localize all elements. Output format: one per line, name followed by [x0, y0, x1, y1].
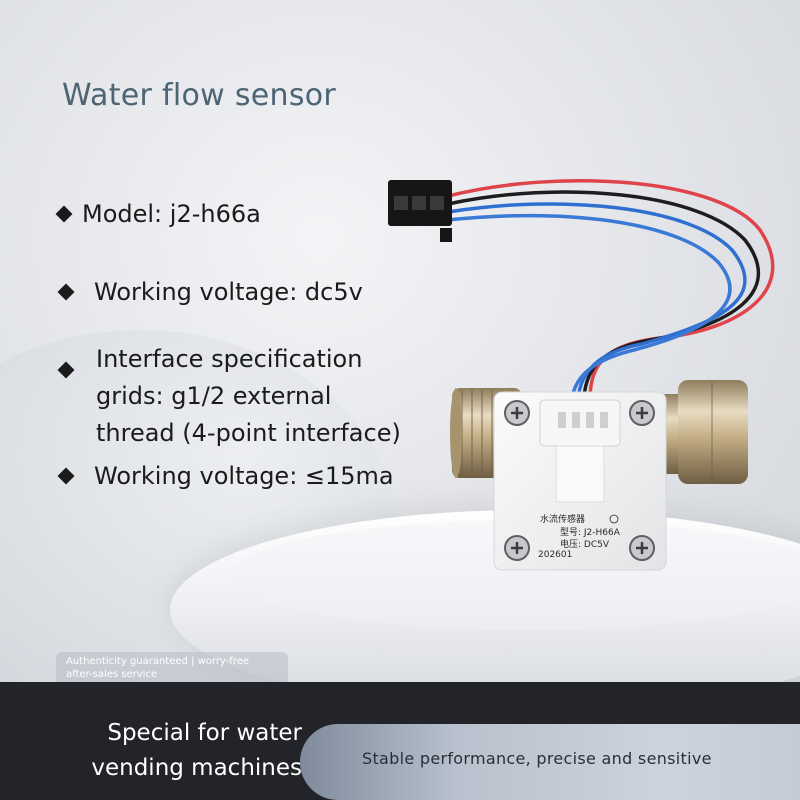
sensor-printed-label: 水流传感器 型号: J2-H66A 电压: DC5V 202601: [538, 513, 621, 560]
screw-icon: [629, 400, 655, 426]
label-line: 水流传感器: [540, 513, 585, 525]
wire-red: [446, 178, 775, 402]
label-line: 型号: J2-H66A: [560, 527, 621, 538]
sensor-body: [493, 391, 667, 571]
screw-icon: [504, 400, 530, 426]
product-stage: Water flow sensor Model: j2-h66a Working…: [0, 0, 800, 682]
badge-line: Authenticity guaranteed | worry-free: [66, 656, 250, 667]
spec-voltage: Working voltage: dc5v: [94, 278, 363, 306]
spec-interface-line: grids: g1/2 external: [96, 382, 332, 410]
spec-current: Working voltage: ≤15ma: [94, 462, 394, 490]
screw-icon: [504, 535, 530, 561]
footer-tagline: Special for water vending machines: [62, 716, 302, 786]
footer-tagline-line: vending machines: [91, 755, 302, 781]
footer-pill: [300, 724, 800, 800]
connector-plug: [388, 180, 452, 242]
flow-sensor-image: 水流传感器 型号: J2-H66A 电压: DC5V 202601: [388, 178, 775, 571]
page-title: Water flow sensor: [62, 78, 337, 113]
wire-blue: [446, 202, 747, 402]
label-line: 电压: DC5V: [560, 538, 610, 550]
label-line: 202601: [538, 550, 572, 560]
guarantee-badge: Authenticity guaranteed | worry-free aft…: [56, 652, 288, 682]
spec-interface: Interface specification grids: g1/2 exte…: [96, 341, 401, 452]
spec-interface-line: thread (4-point interface): [96, 419, 401, 447]
spec-model: Model: j2-h66a: [82, 200, 261, 228]
screw-icon: [629, 535, 655, 561]
wire-bundle: [446, 178, 775, 402]
wire-black: [446, 190, 760, 402]
wire-blue: [446, 213, 732, 402]
spec-interface-line: Interface specification: [96, 345, 363, 373]
badge-line: after-sales service: [66, 669, 158, 680]
footer-tagline-line: Special for water: [107, 720, 302, 746]
footer-feature-text: Stable performance, precise and sensitiv…: [362, 749, 712, 768]
